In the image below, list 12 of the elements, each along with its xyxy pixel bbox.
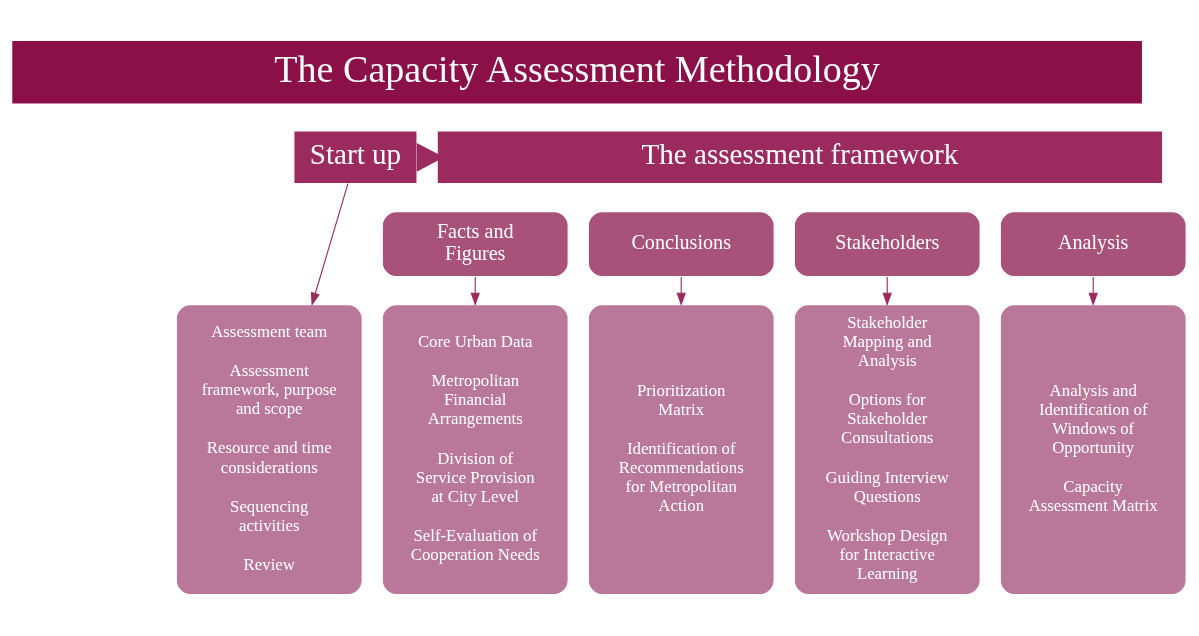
arrow [310, 183, 349, 306]
node-box: Analysis [999, 211, 1187, 278]
node-box: Stakeholder Mapping and Analysis Options for Stakeholder Consultations Guiding Interview Questions Workshop Design for Interactive Learning [793, 304, 981, 596]
node-box: Prioritization Matrix Identification of Recommendations for Metropolitan Action [587, 304, 775, 596]
node-box: Facts and Figures [381, 211, 569, 278]
node-box: The assessment framework [436, 130, 1164, 185]
node-box: Stakeholders [793, 211, 981, 278]
node-box: Core Urban Data Metropolitan Financial Arrangements Division of Service Provision at City Level Self-Evaluation of Cooperation Needs [381, 304, 569, 596]
node-box: Analysis and Identification of Windows of Opportunity Capacity Assessment Matrix [999, 304, 1187, 596]
diagram-title: The Capacity Assessment Methodology [274, 48, 880, 90]
node-box: Assessment team Assessment framework, purpose and scope Resource and time considerations Sequencing activities Review [175, 304, 363, 596]
node-box: Conclusions [587, 211, 775, 278]
